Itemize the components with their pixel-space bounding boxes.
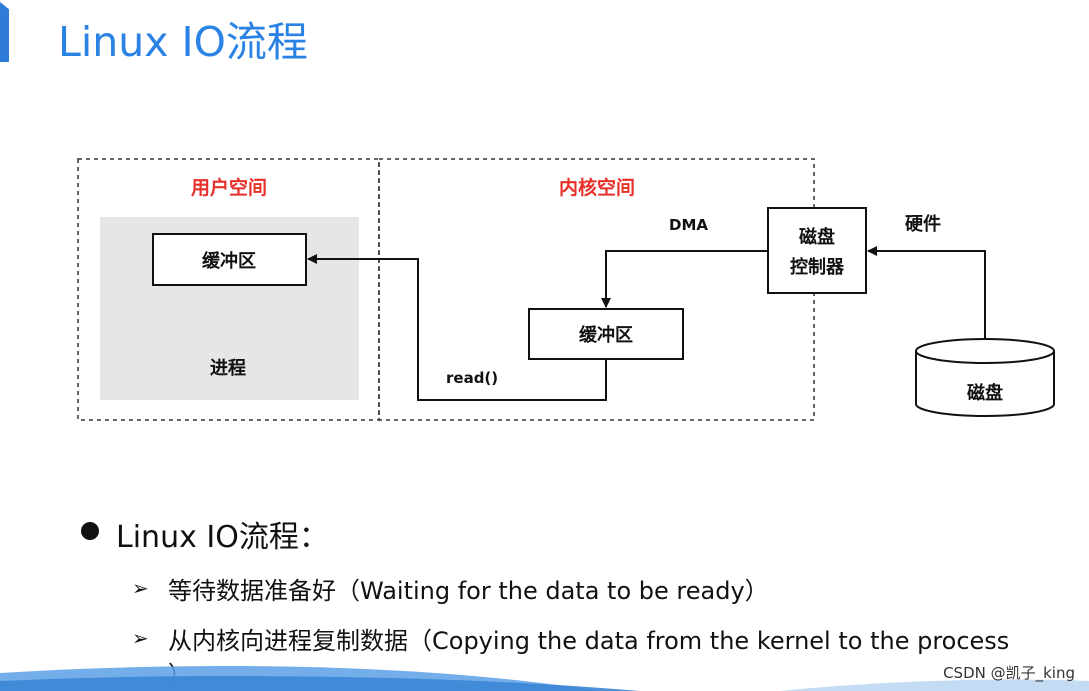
disk-cylinder-top [915, 338, 1055, 364]
disk-label: 磁盘 [967, 382, 1003, 404]
sub-item-1: 等待数据准备好（Waiting for the data to be ready… [168, 577, 769, 605]
bullet-dot [81, 522, 99, 540]
user-buffer-box [152, 233, 307, 286]
read-arrow [307, 254, 607, 401]
kernel-buffer-box [528, 308, 684, 360]
io-flow-diagram: 用户空间 内核空间 缓冲区 进程 缓冲区 磁盘 控制器 磁盘 read() DM… [77, 158, 1055, 421]
dma-arrow [601, 250, 768, 308]
user-space-label: 用户空间 [191, 176, 267, 199]
process-label: 进程 [210, 358, 246, 379]
user-space-region [77, 158, 380, 421]
bullet-heading: Linux IO流程： [116, 520, 329, 555]
kernel-space-label: 内核空间 [559, 176, 635, 199]
bottom-wave-decoration [0, 666, 1089, 691]
read-label: read() [446, 369, 498, 387]
hardware-label: 硬件 [905, 213, 941, 235]
kernel-space-region [378, 158, 815, 421]
disk-controller-label-line1: 磁盘 [799, 226, 835, 248]
sub-bullet-arrow-icon: ➢ [132, 576, 149, 600]
kernel-buffer-label: 缓冲区 [579, 324, 633, 346]
title-accent-bar [0, 2, 9, 62]
watermark: CSDN @凯子_king [943, 664, 1075, 682]
disk-cylinder-body [915, 351, 1055, 417]
dma-label: DMA [669, 216, 708, 234]
disk-controller-label-line2: 控制器 [790, 256, 845, 278]
user-buffer-label: 缓冲区 [202, 250, 256, 272]
disk-controller-box [767, 207, 867, 294]
slide-title: Linux IO流程 [58, 18, 308, 66]
sub-item-2: 从内核向进程复制数据（Copying the data from the ker… [168, 627, 1010, 655]
sub-bullet-arrow-icon: ➢ [132, 626, 149, 650]
hardware-arrow [867, 246, 986, 339]
